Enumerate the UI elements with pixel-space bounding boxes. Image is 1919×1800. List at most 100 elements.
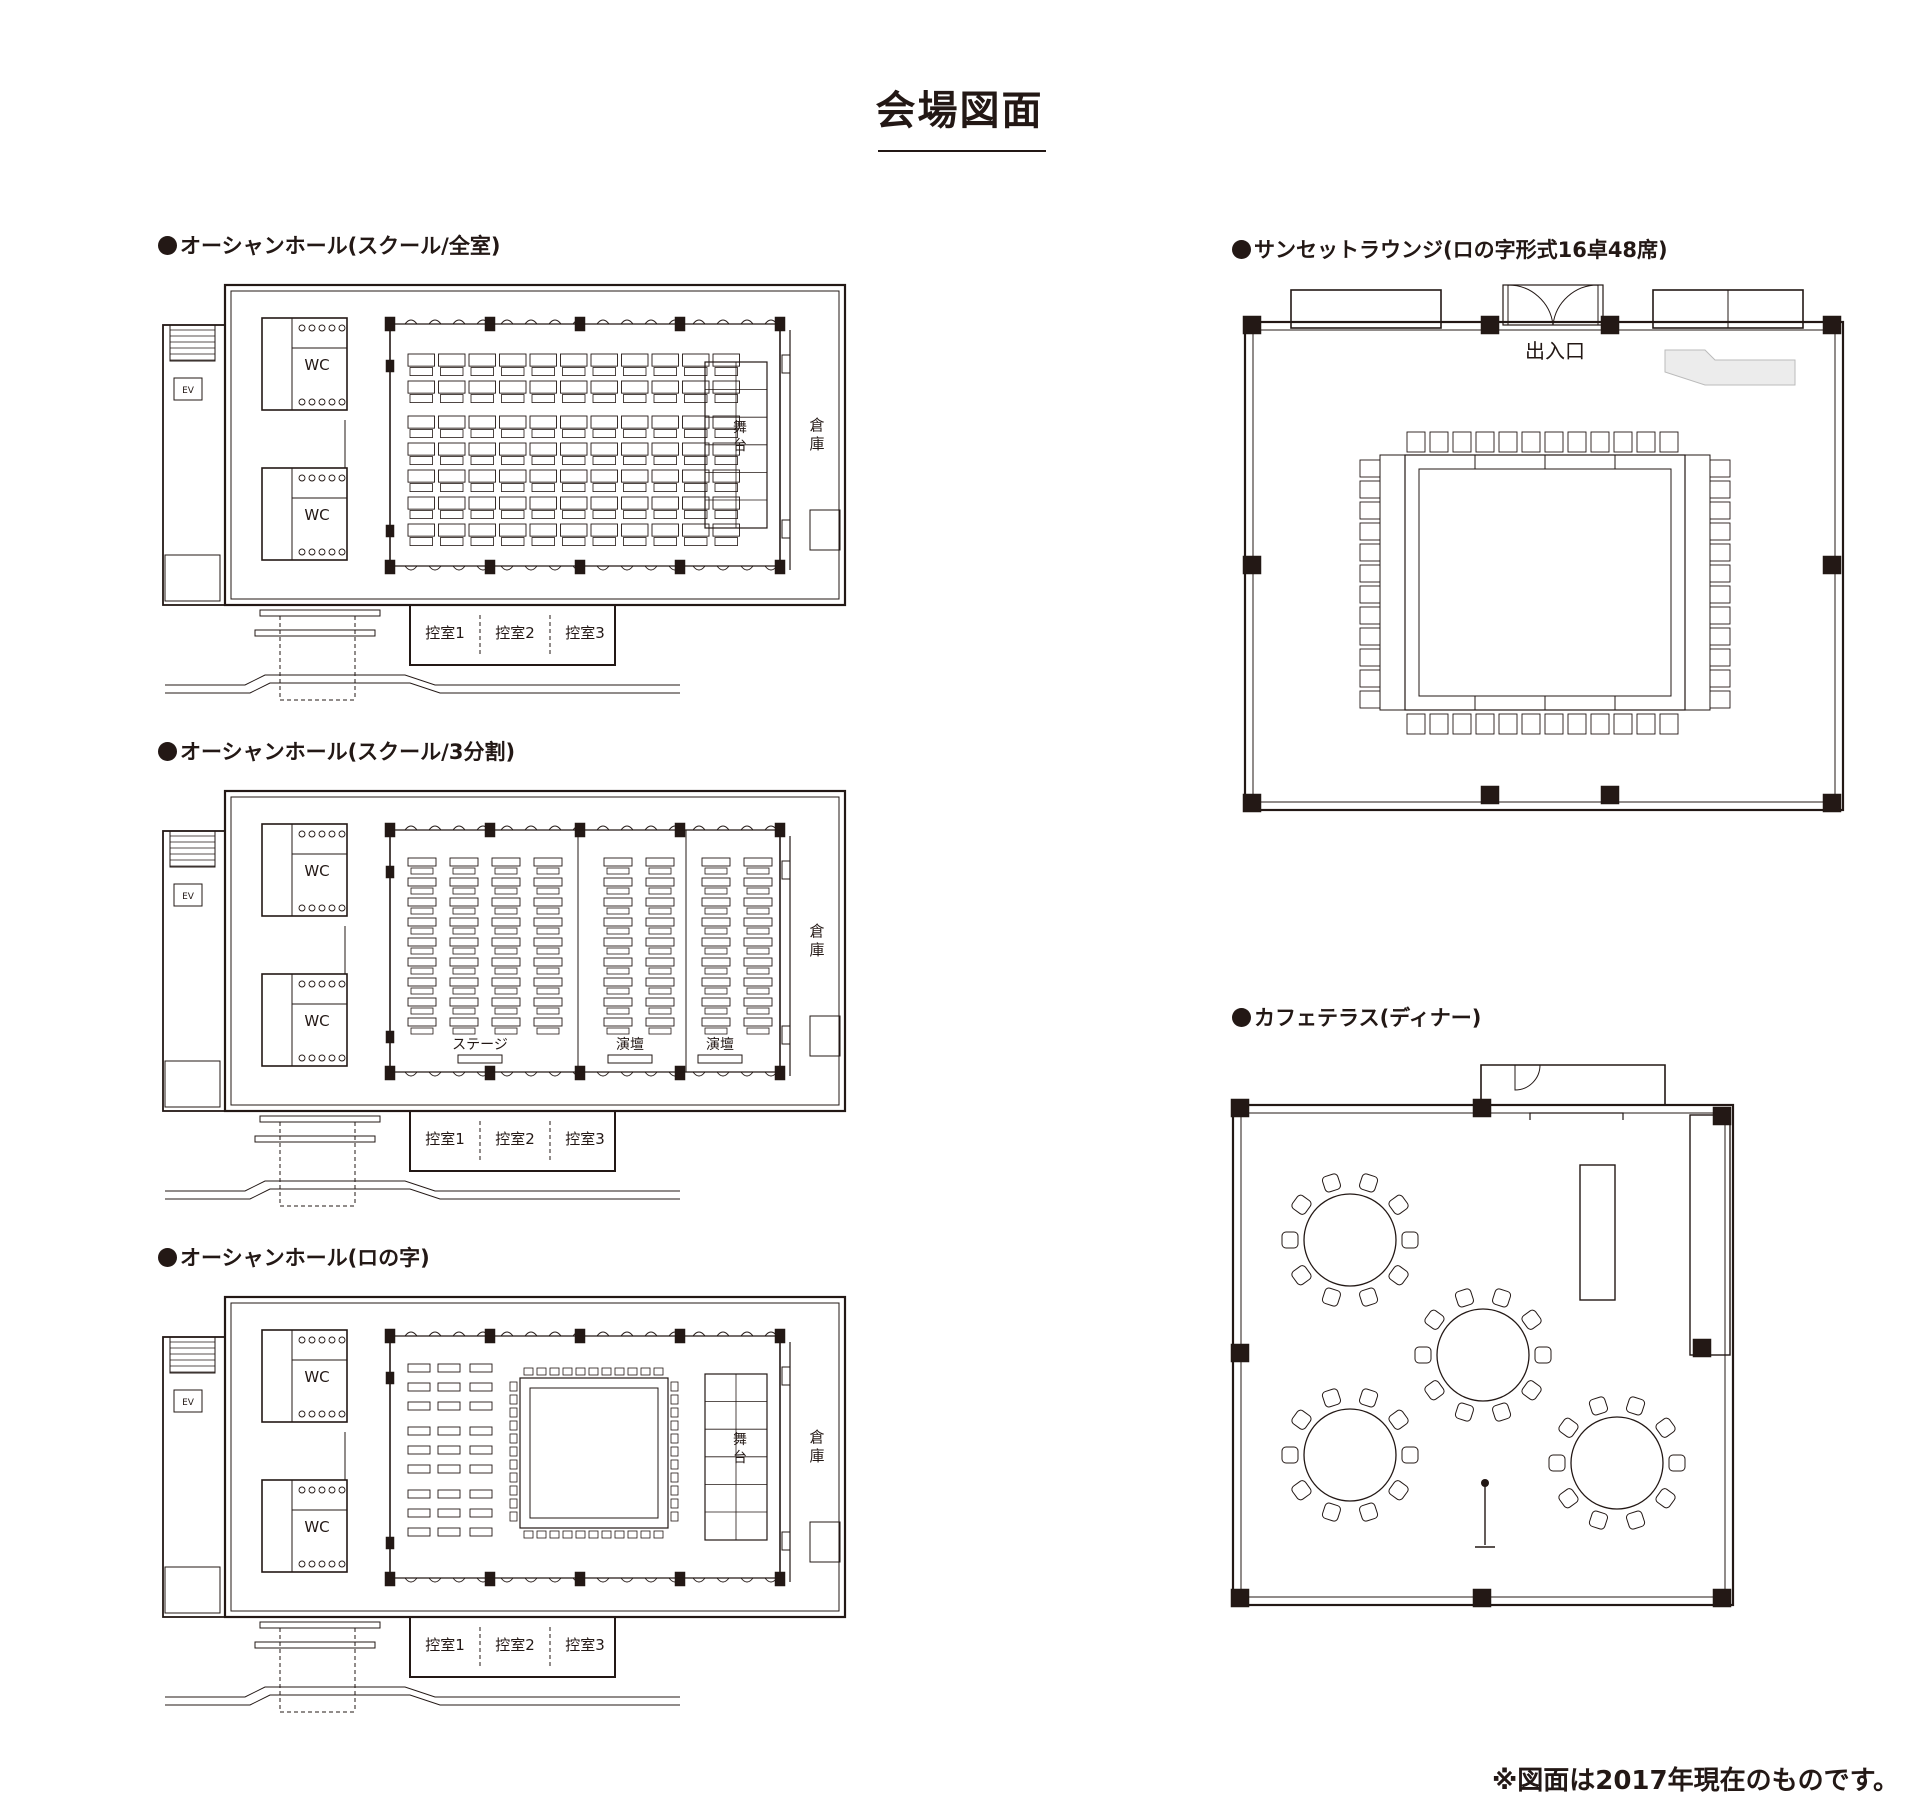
sink-icon: [338, 1054, 346, 1062]
chair: [623, 456, 647, 466]
pillar: [1242, 315, 1262, 335]
page-title: 会場図面: [875, 88, 1044, 134]
chair: [1454, 1402, 1474, 1422]
entrance-walk: [254, 1641, 376, 1649]
chair: [1709, 522, 1731, 541]
window-box: [1290, 289, 1442, 329]
chair: [1590, 431, 1610, 453]
chair: [684, 537, 708, 547]
floor-plan-cafe: [1225, 1055, 1785, 1615]
chair: [588, 1367, 599, 1376]
chair: [536, 1027, 560, 1035]
toilet-icon: [308, 1486, 316, 1494]
chair: [592, 537, 616, 547]
desk: [603, 997, 633, 1007]
desk: [590, 523, 618, 537]
desk: [438, 469, 466, 483]
anteroom-label-1: 控室1: [425, 624, 465, 642]
desk: [407, 977, 437, 987]
side-wing: [1689, 1114, 1731, 1356]
chair: [1406, 431, 1426, 453]
desk: [533, 977, 563, 987]
curtain-arc: [596, 1331, 610, 1337]
curtain-arc: [620, 1577, 634, 1583]
curtain-arc: [668, 319, 682, 325]
curtain-arc: [404, 825, 418, 831]
chair: [670, 1433, 679, 1444]
wc-label: WC: [304, 506, 329, 524]
desk: [712, 353, 740, 367]
curtain-arc: [764, 319, 778, 325]
chair: [1291, 1409, 1312, 1430]
desk: [621, 469, 649, 483]
desk: [491, 997, 521, 1007]
curtain-arc: [524, 565, 538, 571]
chair: [452, 967, 476, 975]
chair: [409, 456, 433, 466]
sink-icon: [298, 548, 306, 556]
chair: [606, 887, 630, 895]
chair: [509, 1420, 518, 1431]
desk: [645, 857, 675, 867]
desk: [621, 523, 649, 537]
curtain-arc: [716, 1331, 730, 1337]
storage-shelf: [809, 509, 841, 551]
desk: [491, 897, 521, 907]
curtain-arc: [404, 1577, 418, 1583]
storage-shelf: [809, 1015, 841, 1057]
desk: [491, 877, 521, 887]
desk: [701, 1017, 731, 1027]
pillar: [1692, 1338, 1712, 1358]
chair: [1590, 713, 1610, 735]
curtain-arc: [620, 319, 634, 325]
chair: [648, 987, 672, 995]
curtain-arc: [620, 825, 634, 831]
chair: [714, 537, 738, 547]
site-boundary: [165, 1694, 680, 1706]
side-table: [1684, 454, 1711, 711]
chair: [601, 1530, 612, 1539]
desk: [437, 1527, 461, 1537]
curtain-arc: [692, 1331, 706, 1337]
chair: [606, 1007, 630, 1015]
chair: [1359, 606, 1381, 625]
desk: [743, 877, 773, 887]
site-boundary: [165, 1180, 680, 1192]
chair: [1613, 431, 1633, 453]
chair: [536, 1367, 547, 1376]
chair: [606, 927, 630, 935]
desk: [407, 1382, 431, 1392]
chair: [452, 1007, 476, 1015]
curtain-arc: [740, 319, 754, 325]
square-inner: [529, 1387, 659, 1519]
chair: [588, 1530, 599, 1539]
chair: [452, 947, 476, 955]
chair: [509, 1433, 518, 1444]
desk: [491, 937, 521, 947]
label-char: 倉: [809, 416, 824, 434]
desk: [645, 917, 675, 927]
desk: [590, 442, 618, 456]
desk: [743, 997, 773, 1007]
title-underline: [878, 150, 1046, 152]
desk: [407, 937, 437, 947]
curtain-arc: [716, 1577, 730, 1583]
chair: [623, 510, 647, 520]
chair: [409, 510, 433, 520]
chair: [575, 1367, 586, 1376]
curtain-arc: [740, 825, 754, 831]
chair: [549, 1530, 560, 1539]
desk: [438, 523, 466, 537]
anteroom-label-3: 控室3: [565, 624, 605, 642]
chair: [648, 1007, 672, 1015]
anteroom-label-1: 控室1: [425, 1130, 465, 1148]
curtain-arc: [548, 1071, 562, 1077]
sink-icon: [338, 398, 346, 406]
desk: [529, 496, 557, 510]
chair: [1388, 1409, 1409, 1430]
chair: [1709, 459, 1731, 478]
plan-svg: [1230, 1064, 1735, 1608]
chair: [1567, 713, 1587, 735]
desk: [407, 897, 437, 907]
